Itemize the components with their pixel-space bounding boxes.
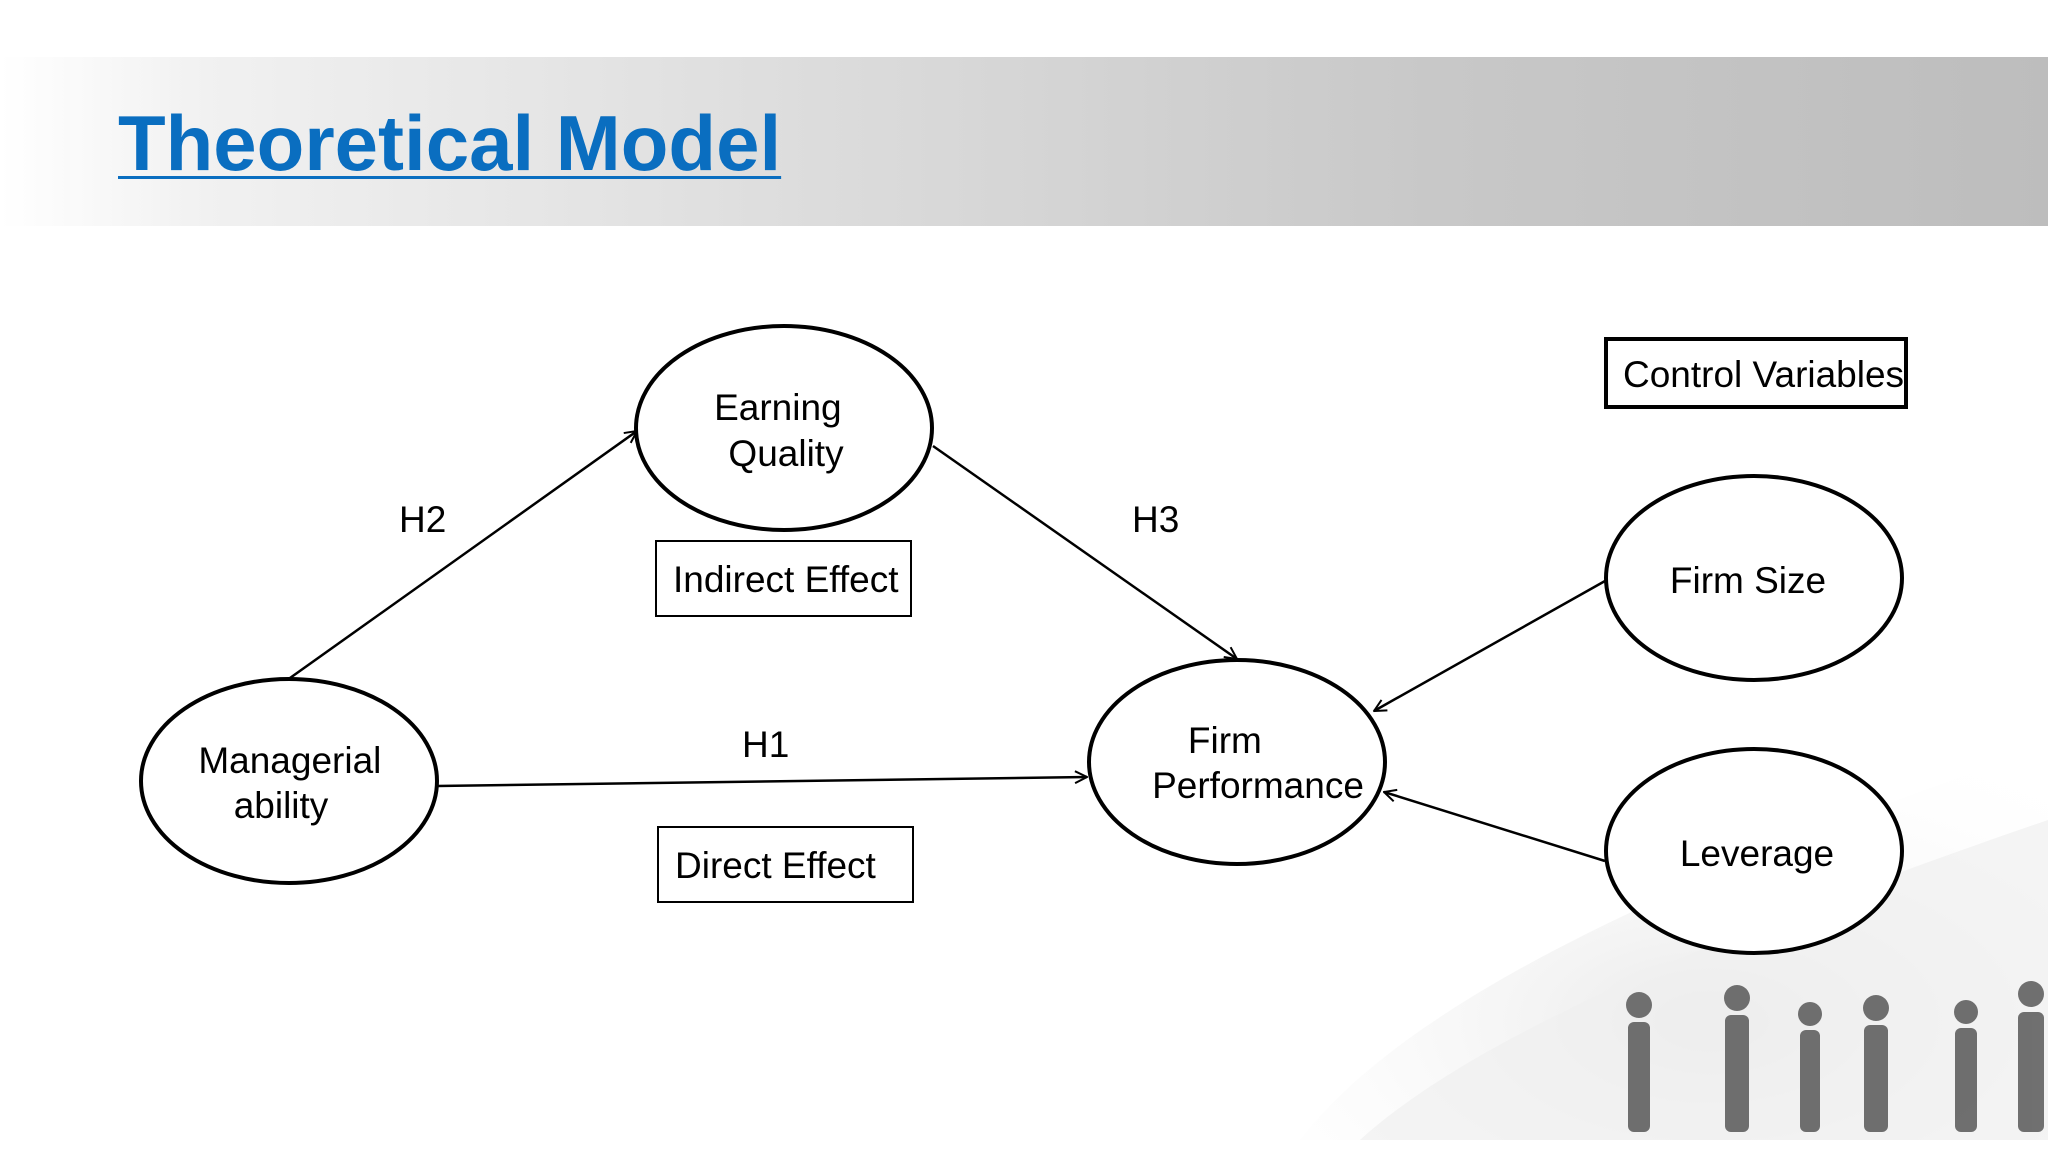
h1-arrow <box>436 777 1087 788</box>
h2-label: H2 <box>399 499 446 540</box>
firm-size-label: Firm Size <box>1670 560 1826 601</box>
firm-performance-line-2: Performance <box>1152 765 1364 806</box>
direct-effect-box <box>657 826 914 903</box>
firm-performance-line-1: Firm <box>1188 720 1262 761</box>
firm-size-arrow <box>1374 579 1606 711</box>
managerial-ability-node <box>139 677 439 885</box>
slide-title: Theoretical Model <box>118 99 782 187</box>
control-variables-box <box>1604 337 1908 409</box>
title-band <box>0 57 2048 226</box>
h2-arrow <box>289 431 637 680</box>
leverage-node <box>1604 747 1904 955</box>
managerial-ability-label: Managerial ability <box>198 740 391 826</box>
indirect-effect-box <box>655 540 912 617</box>
control-variables-label: Control Variables <box>1623 354 1904 395</box>
leverage-label: Leverage <box>1680 833 1834 874</box>
managerial-ability-line-1: Managerial <box>198 740 381 781</box>
leverage-arrow <box>1384 792 1606 863</box>
earning-quality-line-1: Earning <box>714 387 842 428</box>
firm-performance-node <box>1087 658 1387 866</box>
earning-quality-label: Earning Quality <box>714 387 852 474</box>
h3-arrow <box>932 444 1237 659</box>
earning-quality-node <box>634 324 934 532</box>
firm-performance-label: Firm Performance <box>1152 720 1364 806</box>
h3-label: H3 <box>1132 499 1179 540</box>
firm-size-node <box>1604 474 1904 682</box>
managerial-ability-line-2: ability <box>234 785 329 826</box>
direct-effect-label: Direct Effect <box>675 845 877 886</box>
earning-quality-line-2: Quality <box>728 433 844 474</box>
h1-label: H1 <box>742 724 789 765</box>
indirect-effect-label: Indirect Effect <box>673 559 899 600</box>
